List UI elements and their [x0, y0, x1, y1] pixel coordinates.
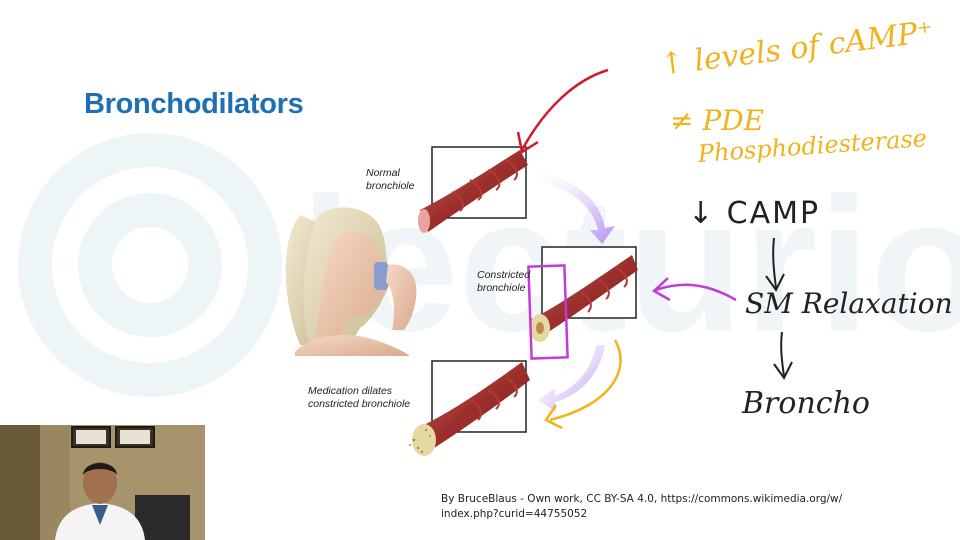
presenter-webcam: [0, 425, 205, 540]
constricted-bronchiole-panel: [530, 246, 638, 342]
woman-with-inhaler: [285, 207, 417, 356]
inhaler-icon: [374, 262, 388, 290]
purple-highlight-box: [527, 264, 569, 360]
label-constricted-bronchiole: Constricted bronchiole: [477, 269, 531, 294]
medication-bronchiole-panel: [409, 360, 530, 456]
annotation-pde: ≠ PDE: [670, 104, 765, 137]
image-credit: By BruceBlaus - Own work, CC BY-SA 4.0, …: [441, 493, 843, 520]
annotation-sm-relaxation: SM Relaxation: [745, 287, 953, 320]
purple-pointer-arrow: [655, 283, 737, 302]
orange-curve-arrow: [549, 339, 622, 422]
process-arrow-2: [538, 345, 605, 412]
normal-bronchiole-panel: [418, 146, 528, 233]
red-pointer-arrow: [520, 68, 609, 151]
down-arrow-2: [780, 331, 785, 377]
process-arrow-1: [535, 172, 615, 244]
label-medication-bronchiole: Medication dilates constricted bronchiol…: [308, 385, 411, 410]
annotation-decrease-camp: ↓ CAMP: [688, 196, 821, 231]
presenter-webcam-feed: [0, 425, 205, 540]
label-normal-bronchiole: Normal bronchiole: [366, 167, 415, 192]
slide-title: Bronchodilators: [84, 88, 304, 120]
down-arrow-1: [772, 237, 777, 289]
annotation-broncho: Broncho: [742, 386, 870, 421]
